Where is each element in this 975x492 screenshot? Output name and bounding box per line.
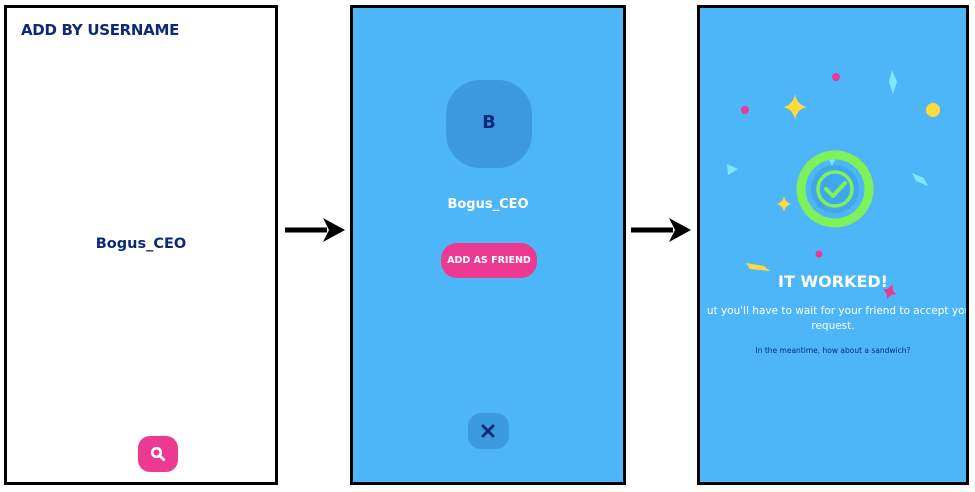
close-icon	[481, 424, 495, 438]
close-button[interactable]	[468, 413, 509, 449]
screen-success: IT WORKED! ut you'll have to wait for yo…	[697, 5, 969, 485]
success-message-continued: request.	[811, 320, 855, 332]
avatar-initial: B	[482, 112, 496, 133]
add-as-friend-button[interactable]: ADD AS FRIEND	[441, 243, 537, 278]
profile-username: Bogus_CEO	[447, 197, 529, 212]
screen-user-profile: B Bogus_CEO ADD AS FRIEND	[350, 5, 626, 485]
username-input[interactable]: Bogus_CEO	[95, 236, 187, 252]
right-arrow-icon	[285, 218, 345, 242]
check-circle-icon	[796, 150, 874, 228]
sandwich-subtext: In the meantime, how about a sandwich?	[755, 346, 911, 355]
avatar: B	[446, 80, 532, 168]
screen-add-by-username: ADD BY USERNAME Bogus_CEO	[4, 5, 278, 485]
search-icon	[150, 446, 166, 462]
search-button[interactable]	[138, 436, 178, 472]
page-title: ADD BY USERNAME	[21, 21, 180, 39]
success-title: IT WORKED!	[778, 272, 888, 291]
confetti-illustration	[727, 70, 940, 300]
right-arrow-icon	[631, 218, 691, 242]
success-message: ut you'll have to wait for your friend t…	[706, 305, 969, 317]
